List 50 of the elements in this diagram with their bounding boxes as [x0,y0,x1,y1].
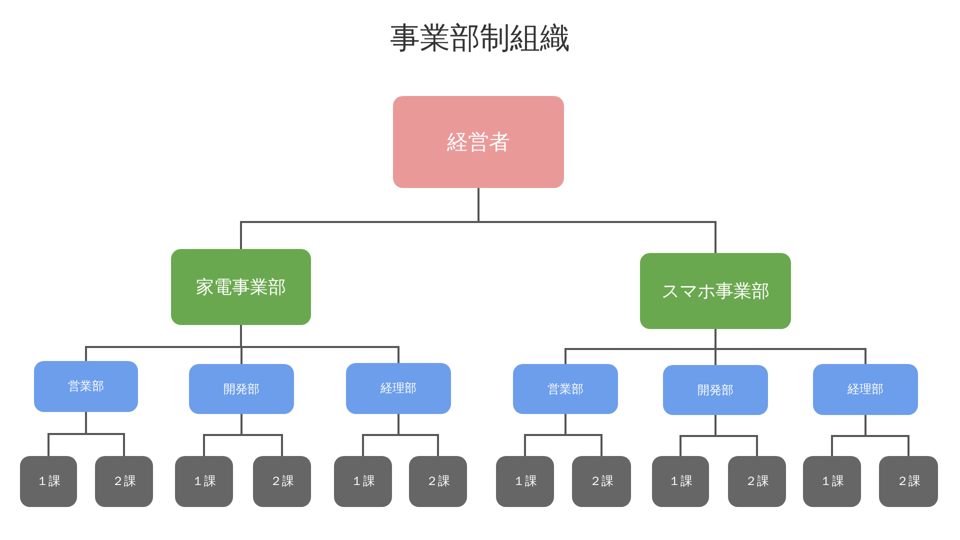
node-label: ２課 [745,473,769,490]
node-label: 開発部 [698,382,734,398]
department-box [813,364,918,415]
node-label: １課 [36,473,60,490]
title: 事業部制組織 [390,21,570,56]
department-box [663,365,768,415]
connector-line [240,414,283,456]
node-label: 経理部 [380,380,416,397]
department-box [34,361,138,412]
node-label: １課 [820,473,844,490]
node-label: ２課 [590,473,614,490]
executive-box [393,96,564,188]
section-box [652,456,709,507]
section-box [879,456,938,507]
connector-line [564,414,602,456]
node-label: １課 [513,473,537,490]
node-label: ２課 [112,473,136,490]
department-box [513,364,618,414]
node-label: 開発部 [224,380,260,398]
section-box [95,456,153,507]
section-box [20,456,77,507]
node-label: 経営者 [447,129,510,156]
section-box [496,456,554,507]
section-box [253,456,311,507]
node-label: １課 [351,473,375,490]
connector-line [398,414,439,456]
node-label: ２課 [426,473,450,490]
node-label: 経理部 [848,381,884,398]
section-box [572,456,631,507]
division-box [640,253,791,329]
department-box [189,364,294,414]
division-box [171,249,311,325]
connector-line [864,415,910,456]
node-label: 営業部 [68,378,104,395]
connector-line [714,329,866,364]
node-label: 家電事業部 [196,276,286,299]
node-label: １課 [192,473,216,490]
node-label: １課 [668,473,692,490]
node-label: 営業部 [548,380,584,398]
connector-line [478,188,716,253]
department-box [346,363,451,414]
section-box [728,456,786,507]
connector-line [714,415,758,456]
section-box [334,456,392,507]
section-box [175,456,233,507]
section-box [803,456,861,507]
section-box [409,456,467,507]
node-label: スマホ事業部 [662,280,770,303]
node-label: ２課 [270,473,294,490]
node-label: ２課 [896,473,920,490]
